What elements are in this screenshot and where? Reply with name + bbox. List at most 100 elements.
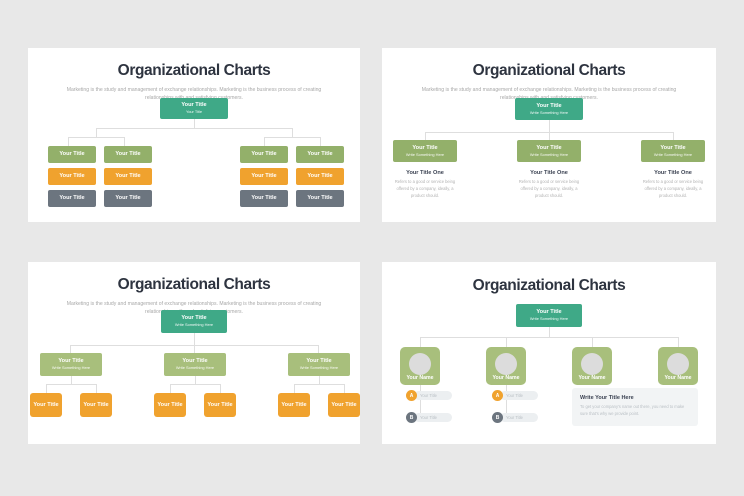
node-title: Your Title <box>59 151 85 157</box>
caption-3: Your Title One Refers to a good or servi… <box>638 170 708 200</box>
node-root[interactable]: Your Title Your Title <box>160 98 228 119</box>
node-root[interactable]: Your Title Write Something Here <box>515 98 583 120</box>
node-leaf-5[interactable]: Your Title <box>278 393 310 417</box>
node-gray-2[interactable]: Your Title <box>104 190 152 207</box>
node-leaf-2[interactable]: Your Title <box>80 393 112 417</box>
node-subtitle: Write Something Here <box>175 365 215 371</box>
connector <box>68 137 69 146</box>
node-title: Your Title <box>83 401 109 408</box>
node-branch-2[interactable]: Your Title Write Something Here <box>164 353 226 376</box>
node-title: Your Title <box>307 195 333 201</box>
node-title: Your Title <box>281 401 307 408</box>
connector <box>96 128 97 137</box>
connector <box>264 137 320 138</box>
connector <box>170 384 171 393</box>
avatar <box>581 353 603 375</box>
badge-letter: B <box>492 412 503 423</box>
person-card-4[interactable]: Your Name <box>658 347 698 385</box>
node-title: Your Title <box>33 401 59 408</box>
node-title: Your Title <box>660 144 686 151</box>
person-name: Your Name <box>578 375 606 381</box>
connector <box>420 337 678 338</box>
node-title: Your Title <box>181 102 207 109</box>
connector <box>549 132 550 140</box>
node-title: Your Title <box>412 144 438 151</box>
node-title: Your Title <box>307 151 333 157</box>
connector <box>506 385 507 420</box>
person-card-3[interactable]: Your Name <box>572 347 612 385</box>
connector <box>673 132 674 140</box>
node-subtitle: Write Something Here <box>299 365 339 371</box>
node-branch-1[interactable]: Your Title Write Something Here <box>40 353 102 376</box>
person-name: Your Name <box>492 375 520 381</box>
node-title: Your Title <box>181 315 207 322</box>
badge-row-b-1[interactable]: B Your Title <box>406 412 452 423</box>
node-title: Your Title <box>251 195 277 201</box>
node-orange-4[interactable]: Your Title <box>296 168 344 185</box>
page-title: Organizational Charts <box>117 276 271 293</box>
panel-org-chart-4[interactable]: Organizational Charts Your Title Write S… <box>382 262 716 444</box>
node-orange-1[interactable]: Your Title <box>48 168 96 185</box>
badge-label: Your Title <box>500 413 538 422</box>
node-root[interactable]: Your Title Write Something Here <box>516 304 582 327</box>
connector <box>46 384 47 393</box>
node-leaf-6[interactable]: Your Title <box>328 393 360 417</box>
info-card[interactable]: Write Your Title Here To get your compan… <box>572 388 698 426</box>
node-green-3[interactable]: Your Title <box>240 146 288 163</box>
connector <box>420 385 421 420</box>
panel-org-chart-1[interactable]: Organizational Charts Marketing is the s… <box>28 48 360 222</box>
badge-label: Your Title <box>414 413 452 422</box>
caption-body: Refers to a good or service being offere… <box>394 179 456 198</box>
connector <box>220 384 221 393</box>
node-title: Your Title <box>115 173 141 179</box>
node-green-4[interactable]: Your Title <box>296 146 344 163</box>
connector <box>71 376 72 384</box>
node-title: Your Title <box>115 195 141 201</box>
node-title: Your Title <box>157 401 183 408</box>
connector <box>195 376 196 384</box>
node-gray-4[interactable]: Your Title <box>296 190 344 207</box>
badge-label: Your Title <box>500 391 538 400</box>
node-branch-2[interactable]: Your Title Write Something Here <box>517 140 581 162</box>
connector <box>294 384 344 385</box>
connector <box>425 132 426 140</box>
person-card-2[interactable]: Your Name <box>486 347 526 385</box>
node-title: Your Title <box>536 309 562 316</box>
info-body: To get your company's name out there, yo… <box>580 404 685 416</box>
connector <box>592 337 593 347</box>
node-branch-3[interactable]: Your Title Write Something Here <box>288 353 350 376</box>
node-branch-3[interactable]: Your Title Write Something Here <box>641 140 705 162</box>
node-orange-2[interactable]: Your Title <box>104 168 152 185</box>
connector <box>70 345 71 353</box>
node-title: Your Title <box>59 173 85 179</box>
caption-2: Your Title One Refers to a good or servi… <box>514 170 584 200</box>
info-title: Write Your Title Here <box>580 395 634 401</box>
panel-org-chart-3[interactable]: Organizational Charts Marketing is the s… <box>28 262 360 444</box>
node-title: Your Title <box>306 358 332 365</box>
node-subtitle: Write Something Here <box>529 151 569 157</box>
node-leaf-3[interactable]: Your Title <box>154 393 186 417</box>
node-title: Your Title <box>251 151 277 157</box>
panel-org-chart-2[interactable]: Organizational Charts Marketing is the s… <box>382 48 716 222</box>
badge-row-a-1[interactable]: A Your Title <box>406 390 452 401</box>
badge-letter: A <box>492 390 503 401</box>
node-root[interactable]: Your Title Write Something Here <box>161 310 227 333</box>
node-leaf-4[interactable]: Your Title <box>204 393 236 417</box>
caption-title: Your Title One <box>530 170 568 176</box>
node-branch-1[interactable]: Your Title Write Something Here <box>393 140 457 162</box>
badge-row-b-2[interactable]: B Your Title <box>492 412 538 423</box>
connector <box>319 376 320 384</box>
node-title: Your Title <box>182 358 208 365</box>
avatar <box>667 353 689 375</box>
node-green-1[interactable]: Your Title <box>48 146 96 163</box>
node-green-2[interactable]: Your Title <box>104 146 152 163</box>
node-orange-3[interactable]: Your Title <box>240 168 288 185</box>
node-leaf-1[interactable]: Your Title <box>30 393 62 417</box>
badge-row-a-2[interactable]: A Your Title <box>492 390 538 401</box>
node-gray-3[interactable]: Your Title <box>240 190 288 207</box>
person-card-1[interactable]: Your Name <box>400 347 440 385</box>
node-gray-1[interactable]: Your Title <box>48 190 96 207</box>
node-subtitle: Write Something Here <box>529 316 569 322</box>
person-name: Your Name <box>406 375 434 381</box>
